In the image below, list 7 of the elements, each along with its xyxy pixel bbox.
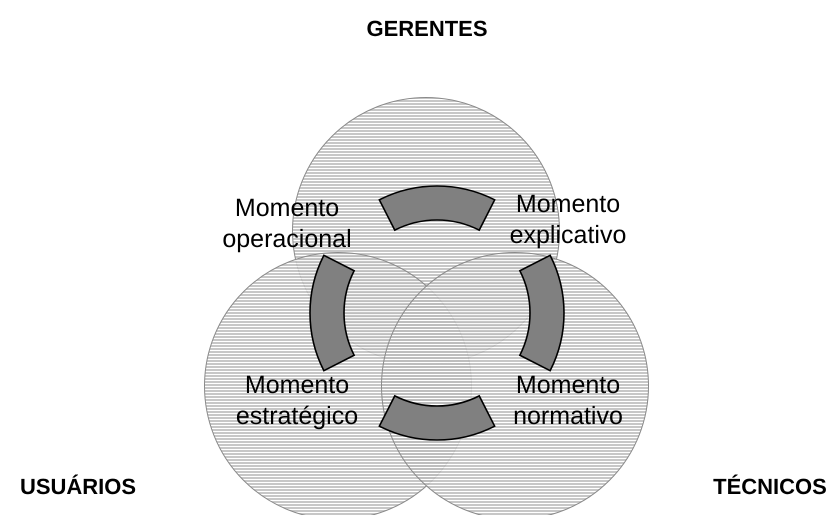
group-heading: TÉCNICOS <box>713 474 827 500</box>
phase-label: Momento explicativo <box>508 189 628 251</box>
phase-label: Momento normativo <box>512 370 624 432</box>
group-heading: GERENTES <box>366 16 488 42</box>
group-heading: USUÁRIOS <box>20 474 136 500</box>
phase-label: Momento estratégico <box>234 370 360 432</box>
phase-label: Momento operacional <box>221 193 353 255</box>
